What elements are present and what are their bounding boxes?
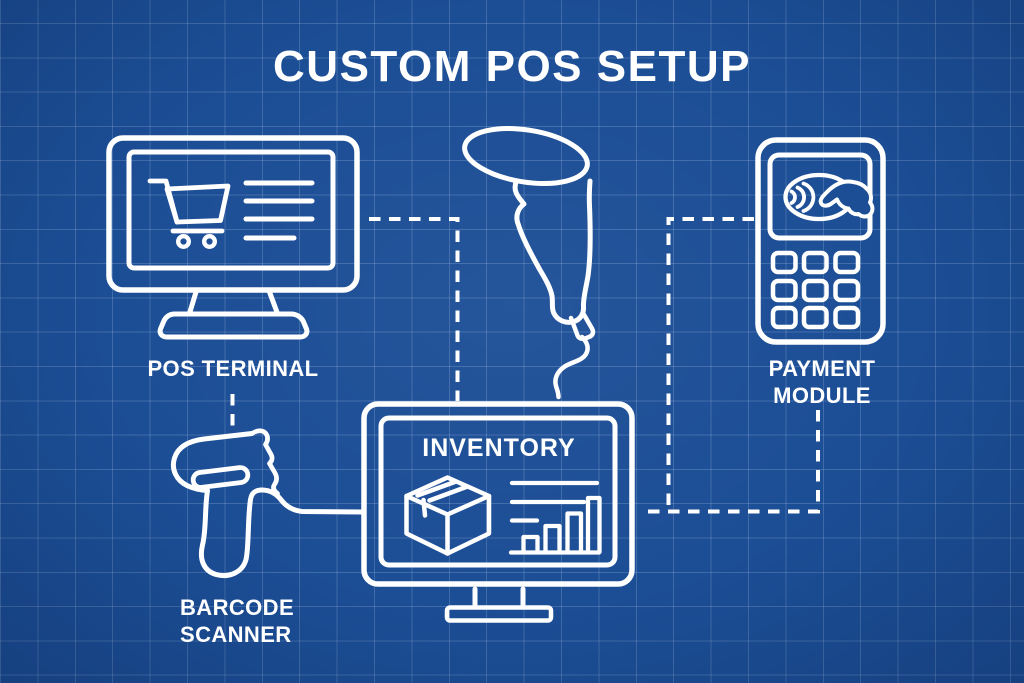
diagram-title: CUSTOM POS SETUP xyxy=(273,42,751,91)
monitor-screen xyxy=(126,149,336,271)
connector-pos-to-inventory xyxy=(369,217,460,401)
scanner-body xyxy=(170,431,365,578)
keypad-button xyxy=(833,278,861,303)
monitor-frame xyxy=(106,135,360,293)
connector-dashed-lines xyxy=(230,217,820,514)
bar-chart-icon xyxy=(508,480,602,555)
barcode-scanner-icon xyxy=(170,428,365,578)
scanner-connector xyxy=(568,310,596,342)
handheld-barcode-scanner-icon xyxy=(462,126,596,400)
connector-inventory-to-payment xyxy=(648,408,820,514)
scanner-cable xyxy=(553,334,590,400)
keypad-button xyxy=(801,278,829,303)
keypad-button xyxy=(770,305,798,330)
payment-module-label-line1: PAYMENT xyxy=(768,356,876,381)
keypad-button xyxy=(801,250,829,275)
connector-scanner-to-payment xyxy=(666,217,754,509)
pos-terminal-label: POS TERMINAL xyxy=(147,356,319,381)
keypad-button xyxy=(801,305,829,330)
scanner-window xyxy=(190,465,251,490)
keypad-button xyxy=(833,305,861,330)
barcode-scanner-label: BARCODE SCANNER xyxy=(180,594,294,648)
keypad-button xyxy=(770,250,798,275)
monitor-stand xyxy=(157,289,310,340)
keypad xyxy=(770,250,861,330)
barcode-scanner-label-line2: SCANNER xyxy=(180,622,292,647)
contactless-waves-icon xyxy=(789,181,816,213)
keypad-button xyxy=(770,278,798,303)
shopping-cart-icon xyxy=(147,178,231,249)
scanner-head xyxy=(462,126,590,186)
scanner-strain-relief xyxy=(249,428,280,496)
scanner-body xyxy=(512,178,593,325)
tapping-hand-icon xyxy=(818,179,875,219)
inventory-label: INVENTORY xyxy=(422,434,576,462)
payment-module-label: PAYMENT MODULE xyxy=(744,355,900,409)
package-box-icon xyxy=(404,475,492,556)
payment-module-icon xyxy=(755,137,886,345)
screen-text-lines-icon xyxy=(243,180,315,241)
monitor-stand xyxy=(444,586,554,623)
monitor-frame xyxy=(361,401,635,587)
reader-body xyxy=(755,137,886,345)
payment-module-label-line2: MODULE xyxy=(773,383,871,408)
inventory-monitor-icon xyxy=(361,401,635,623)
barcode-scanner-label-line1: BARCODE xyxy=(180,595,295,620)
pos-terminal-icon xyxy=(106,135,360,340)
monitor-screen xyxy=(378,415,618,568)
keypad-button xyxy=(833,250,861,275)
contactless-payment-icon xyxy=(783,172,875,222)
